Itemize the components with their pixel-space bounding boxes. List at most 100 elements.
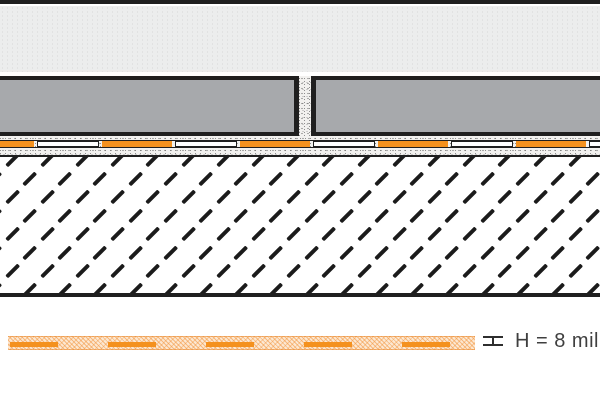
hatch-dash [550,282,565,293]
hatch-dash [198,171,213,186]
hatch-dash [0,208,2,223]
hatch-dash [4,226,20,242]
hatch-dash [163,208,178,223]
hatch-dash [497,226,513,242]
membrane-segment-orange [378,141,448,147]
hatch-dash [0,282,2,293]
hatch-dash [180,263,196,279]
hatch-dash [145,189,161,205]
hatch-dash [127,245,143,260]
hatch-dash [515,245,530,260]
hatch-dash [303,282,319,293]
hatch-dash [92,171,108,186]
hatch-dash [550,171,565,186]
hatch-dash [427,226,442,242]
hatch-dash [198,282,213,293]
hatch-dash [233,208,248,223]
membrane-segment-white [589,141,600,147]
hatch-dash [57,171,72,186]
hatch-dash [585,208,600,223]
hatch-dash [286,226,301,242]
hatch-dash [391,263,407,279]
hatch-dash [409,171,424,186]
hatch-dash [585,282,600,293]
hatch-dash [251,263,266,279]
hatch-dash [462,157,477,168]
hatch-dash [303,171,319,186]
hatch-dash [180,189,196,205]
hatch-dash [339,245,354,260]
hatch-dash [163,171,178,186]
membrane-segment-orange [240,141,310,147]
hatch-dash [198,245,213,260]
grout-joint [299,76,311,140]
hatch-dash [145,263,161,279]
hatch-dash [145,157,161,168]
hatch-dash [479,245,495,260]
hatch-dash [4,189,20,205]
hatch-dash [0,171,2,186]
hatch-dash [321,157,337,168]
hatch-dash [497,157,513,168]
hatch-dash [39,157,55,168]
hatch-dash [4,263,20,279]
membrane-segment-white [451,141,513,147]
hatch-dash [374,208,389,223]
hatch-dash [374,245,389,260]
hatch-dash [462,189,477,205]
hatch-dash [268,245,284,260]
membrane-segment-orange [0,141,34,147]
hatch-dash [215,157,231,168]
hatch-dash [356,189,372,205]
membrane-thickness-sample [8,336,475,350]
hatch-dash [39,226,55,242]
hatch-dash [268,282,284,293]
tile-left [0,76,299,136]
hatch-dash [39,189,55,205]
hatch-dash [391,189,407,205]
hatch-dash [444,245,460,260]
hatch-dash [57,245,72,260]
sample-membrane-dash [206,341,254,347]
hatch-dash [268,208,284,223]
hatch-dash [356,226,372,242]
hatch-dash [462,263,477,279]
thinset-mortar-upper [0,136,600,140]
hatch-dash [251,226,266,242]
hatch-dash [515,208,530,223]
hatch-dash [110,189,125,205]
hatch-dash [233,245,248,260]
hatch-dash [479,208,495,223]
hatch-dash [268,171,284,186]
hatch-dash [286,263,301,279]
hatch-dash [321,226,337,242]
hatch-dash [127,282,143,293]
hatch-dash [409,245,424,260]
hatch-dash [215,263,231,279]
hatch-dash [92,208,108,223]
hatch-dash [303,245,319,260]
hatch-dash [286,157,301,168]
hatch-dash [22,245,37,260]
substrate-bottom-line [0,293,600,297]
membrane-segment-white [313,141,375,147]
hatch-dash [479,282,495,293]
hatch-dash [356,157,372,168]
hatch-dash [75,263,90,279]
hatch-dash [585,171,600,186]
hatch-dash [110,226,125,242]
hatch-dash [339,282,354,293]
hatch-dash [57,208,72,223]
hatch-dash [409,282,424,293]
hatch-dash [145,226,161,242]
dimension-tick [492,338,494,344]
membrane-segment-white [37,141,99,147]
hatch-dash [427,189,442,205]
hatch-dash [215,226,231,242]
hatch-dash [567,226,583,242]
hatch-dash [163,282,178,293]
hatch-dash [497,189,513,205]
thinset-mortar-lower [0,148,600,155]
hatch-dash [374,282,389,293]
